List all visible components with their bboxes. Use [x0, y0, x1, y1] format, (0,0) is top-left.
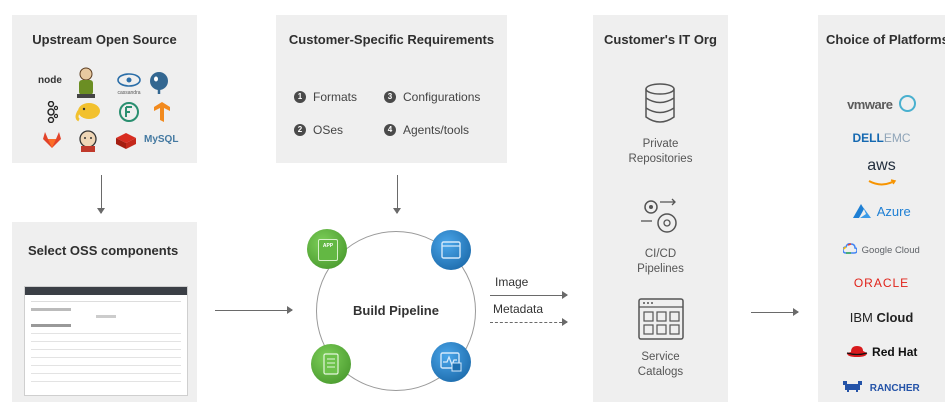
google-cloud-icon [842, 243, 858, 254]
hadoop-elephant-icon [75, 103, 100, 122]
catalog-icon [638, 298, 684, 340]
gitlab-logo-icon [43, 132, 61, 148]
upstream-title: Upstream Open Source [32, 32, 177, 47]
oss-screenshot-thumbnail [24, 286, 188, 396]
dell-emc-logo: DELLEMC [852, 131, 911, 145]
rancher-icon [843, 381, 863, 392]
arrow-itorg-to-platforms [751, 308, 799, 316]
arrow-select-to-pipeline [215, 306, 293, 314]
rancher-logo: RANCHER [818, 378, 945, 396]
azure-icon [853, 204, 872, 218]
document-icon [323, 353, 339, 375]
pipeline-node-app: APP [307, 229, 347, 269]
build-pipeline-label: Build Pipeline [353, 303, 439, 318]
oracle-logo: ORACLE [853, 276, 910, 290]
arrow-upstream-to-select [97, 175, 105, 214]
jenkins-logo-icon [77, 67, 95, 98]
pipeline-node-window [431, 230, 471, 270]
metadata-label: Metadata [493, 302, 544, 316]
app-icon: APP [318, 239, 338, 261]
pipeline-node-document [311, 344, 351, 384]
gears-icon [641, 198, 677, 233]
tensorflow-logo-icon [154, 102, 170, 122]
kafka-logo-icon [47, 101, 58, 123]
platforms-panel: Choice of Platforms vmware DELLEMC aws A… [818, 15, 945, 402]
arrow-requirements-to-pipeline [393, 175, 401, 214]
aws-logo: aws [818, 158, 945, 192]
it-org-title: Customer's IT Org [604, 32, 717, 47]
window-icon [441, 241, 461, 259]
upstream-panel: Upstream Open Source node cassandra [12, 15, 197, 163]
oss-title: Select OSS components [28, 243, 179, 258]
postgresql-logo-icon [150, 72, 168, 94]
monitor-chart-icon [440, 352, 462, 372]
mysql-logo-icon: MySQL [144, 134, 179, 145]
platforms-title: Choice of Platforms [826, 32, 945, 47]
pipeline-node-monitor [431, 342, 471, 382]
azure-logo: Azure [818, 203, 945, 221]
redhat-icon [846, 346, 867, 357]
jenkins-face-icon [79, 130, 97, 152]
image-label: Image [495, 275, 529, 289]
ibm-cloud-logo: IBM Cloud [849, 310, 914, 325]
aws-smile-icon [868, 179, 896, 186]
build-pipeline-circle [316, 231, 476, 391]
vmware-ring-icon [898, 95, 916, 112]
oss-panel: Select OSS components [12, 222, 197, 402]
nodejs-logo-icon: node [38, 75, 62, 86]
requirements-title: Customer-Specific Requirements [288, 32, 495, 47]
vmware-logo: vmware [818, 95, 945, 114]
fluentd-logo-icon [119, 102, 139, 122]
redhat-logo: Red Hat [818, 343, 945, 361]
database-icon [645, 83, 675, 123]
redis-logo-icon [116, 133, 136, 149]
cassandra-logo-icon: cassandra [114, 73, 144, 96]
arrow-metadata [490, 318, 568, 326]
arrow-image [490, 291, 568, 299]
google-cloud-logo: Google Cloud [818, 240, 945, 258]
